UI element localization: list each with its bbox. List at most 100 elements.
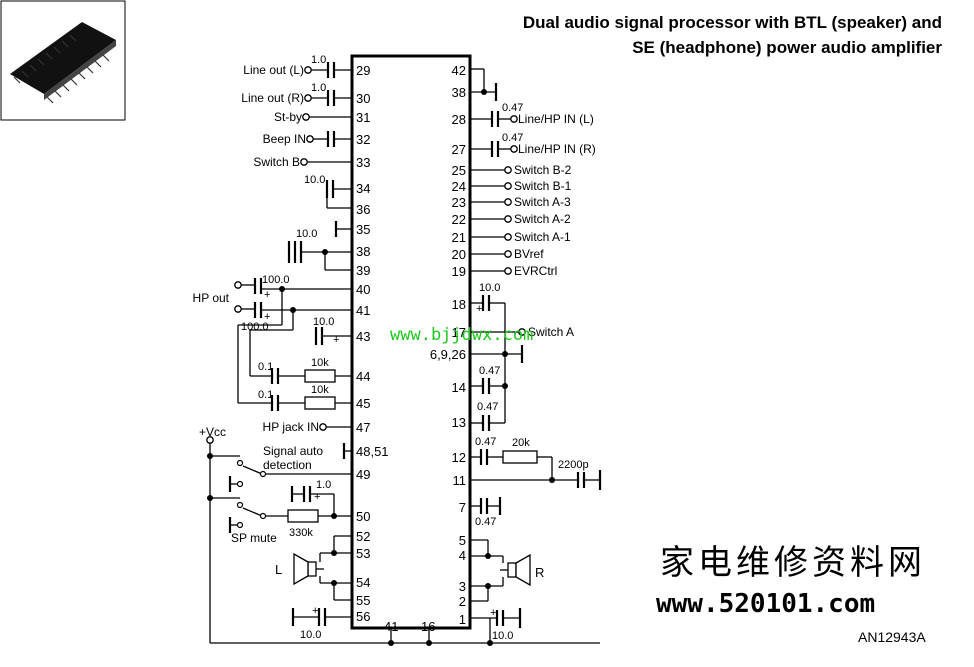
svg-text:Line out (R): Line out (R) (241, 91, 304, 105)
svg-text:21: 21 (452, 230, 466, 245)
svg-text:0.1: 0.1 (258, 389, 273, 401)
svg-text:0.47: 0.47 (502, 132, 523, 144)
brand-url: www.520101.com (656, 589, 875, 619)
svg-text:R: R (535, 565, 544, 580)
svg-text:3: 3 (459, 579, 466, 594)
svg-text:10.0: 10.0 (492, 630, 513, 642)
svg-text:Line/HP IN (R): Line/HP IN (R) (518, 142, 596, 156)
svg-text:32: 32 (356, 132, 370, 147)
svg-text:330k: 330k (289, 527, 313, 539)
svg-text:1.0: 1.0 (311, 82, 326, 94)
svg-text:48,51: 48,51 (356, 444, 389, 459)
svg-text:100.0: 100.0 (262, 274, 290, 286)
svg-text:Switch B: Switch B (253, 155, 300, 169)
svg-text:2: 2 (459, 594, 466, 609)
svg-text:4: 4 (459, 548, 466, 563)
watermark-url: www.bjjdwx.com (390, 325, 533, 345)
svg-text:38: 38 (452, 85, 466, 100)
left-wiring (206, 62, 600, 646)
svg-text:0.47: 0.47 (502, 102, 523, 114)
svg-text:Switch A-3: Switch A-3 (514, 195, 571, 209)
svg-text:18: 18 (452, 297, 466, 312)
left-labels: Line out (L) Line out (R) St-by Beep IN … (193, 63, 324, 577)
svg-text:0.47: 0.47 (479, 365, 500, 377)
svg-text:34: 34 (356, 181, 370, 196)
svg-text:33: 33 (356, 155, 370, 170)
svg-text:EVRCtrl: EVRCtrl (514, 264, 557, 278)
svg-text:10.0: 10.0 (479, 282, 500, 294)
svg-text:56: 56 (356, 609, 370, 624)
svg-text:+: + (476, 303, 482, 315)
right-wiring (470, 68, 602, 643)
svg-text:7: 7 (459, 500, 466, 515)
svg-text:23: 23 (452, 195, 466, 210)
svg-text:Line/HP IN (L): Line/HP IN (L) (518, 112, 594, 126)
svg-text:1: 1 (459, 612, 466, 627)
svg-text:10.0: 10.0 (304, 174, 325, 186)
svg-text:28: 28 (452, 112, 466, 127)
svg-text:10.0: 10.0 (300, 629, 321, 641)
brand-chinese: 家电维修资料网 (660, 543, 926, 583)
svg-text:6,9,26: 6,9,26 (430, 347, 466, 362)
svg-text:HP out: HP out (193, 291, 230, 305)
title-line-1: Dual audio signal processor with BTL (sp… (523, 13, 942, 32)
svg-text:1.0: 1.0 (316, 479, 331, 491)
svg-text:+: + (333, 334, 339, 346)
svg-text:49: 49 (356, 467, 370, 482)
svg-text:31: 31 (356, 110, 370, 125)
svg-text:Beep IN: Beep IN (263, 132, 306, 146)
svg-text:Switch B-1: Switch B-1 (514, 179, 572, 193)
svg-text:10k: 10k (311, 357, 329, 369)
svg-text:27: 27 (452, 142, 466, 157)
svg-text:0.47: 0.47 (475, 436, 496, 448)
svg-text:50: 50 (356, 509, 370, 524)
svg-text:20: 20 (452, 247, 466, 262)
ic-body (350, 54, 472, 630)
svg-text:14: 14 (452, 380, 466, 395)
svg-text:55: 55 (356, 593, 370, 608)
svg-text:20k: 20k (512, 437, 530, 449)
svg-text:Switch B-2: Switch B-2 (514, 163, 572, 177)
svg-text:0.47: 0.47 (475, 516, 496, 528)
component-values: 1.0 1.0 10.0 10.0 100.0 100.0 10.0 0.1 1… (241, 54, 589, 642)
svg-text:+: + (264, 289, 270, 301)
svg-text:47: 47 (356, 420, 370, 435)
svg-text:45: 45 (356, 396, 370, 411)
svg-text:HP jack IN: HP jack IN (263, 420, 319, 434)
svg-text:42: 42 (452, 63, 466, 78)
svg-text:19: 19 (452, 264, 466, 279)
svg-text:43: 43 (356, 329, 370, 344)
svg-text:BVref: BVref (514, 247, 544, 261)
right-labels: Line/HP IN (L) Line/HP IN (R) Switch B-2… (514, 112, 596, 580)
svg-text:38: 38 (356, 244, 370, 259)
svg-text:1.0: 1.0 (311, 54, 326, 66)
svg-text:36: 36 (356, 202, 370, 217)
svg-text:St-by: St-by (274, 110, 302, 124)
svg-text:35: 35 (356, 222, 370, 237)
svg-text:Switch A-1: Switch A-1 (514, 230, 571, 244)
svg-text:12: 12 (452, 450, 466, 465)
svg-text:+: + (264, 311, 270, 323)
svg-text:detection: detection (263, 458, 312, 472)
svg-text:+: + (314, 491, 320, 503)
svg-text:Switch A: Switch A (528, 325, 574, 339)
svg-text:10.0: 10.0 (296, 228, 317, 240)
svg-text:22: 22 (452, 212, 466, 227)
svg-text:0.47: 0.47 (477, 401, 498, 413)
svg-text:0.1: 0.1 (258, 361, 273, 373)
part-code: AN12943A (858, 629, 926, 645)
polarity-marks: + + + + + + + (264, 289, 496, 619)
svg-text:L: L (275, 562, 282, 577)
svg-text:44: 44 (356, 369, 370, 384)
left-pin-numbers: 29 30 31 32 33 34 36 35 38 39 40 41 43 4… (356, 63, 389, 624)
svg-text:SP mute: SP mute (231, 531, 277, 545)
svg-text:2200p: 2200p (558, 459, 589, 471)
svg-text:54: 54 (356, 575, 370, 590)
svg-text:Line out (L): Line out (L) (243, 63, 304, 77)
svg-text:+: + (490, 607, 496, 619)
svg-text:5: 5 (459, 533, 466, 548)
svg-text:10k: 10k (311, 384, 329, 396)
svg-text:Switch A-2: Switch A-2 (514, 212, 571, 226)
svg-text:29: 29 (356, 63, 370, 78)
